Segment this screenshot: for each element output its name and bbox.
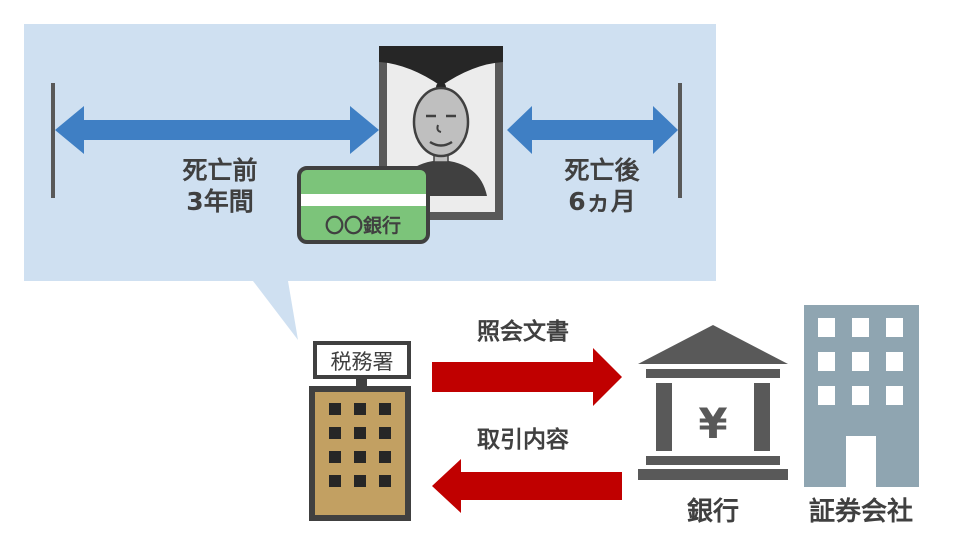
yen-symbol: ¥ [698, 399, 727, 448]
response-arrow [432, 459, 622, 513]
inquiry-label: 照会文書 [477, 319, 569, 345]
securities-label: 証券会社 [808, 497, 913, 527]
tax-office-label: 税務署 [331, 350, 394, 374]
before-period-arrow [55, 106, 379, 154]
securities-building-icon [804, 305, 919, 487]
before-period-title: 死亡前 [182, 156, 258, 185]
after-period-title: 死亡後 [564, 156, 640, 185]
before-period-label: 死亡前 3年間 [150, 155, 290, 218]
after-period-arrow [507, 106, 678, 154]
after-period-duration: 6ヵ月 [568, 187, 636, 217]
bankbook-label: 〇〇銀行 [325, 214, 401, 237]
tax-office-building-icon: 税務署 [309, 341, 411, 521]
before-period-duration: 3年間 [186, 187, 254, 217]
bank-building-icon: ¥ [638, 325, 788, 480]
bankbook-icon: 〇〇銀行 [297, 166, 430, 244]
bank-label: 銀行 [686, 497, 739, 527]
after-period-label: 死亡後 6ヵ月 [532, 155, 672, 218]
response-label: 取引内容 [477, 427, 569, 453]
inquiry-arrow [432, 348, 622, 406]
